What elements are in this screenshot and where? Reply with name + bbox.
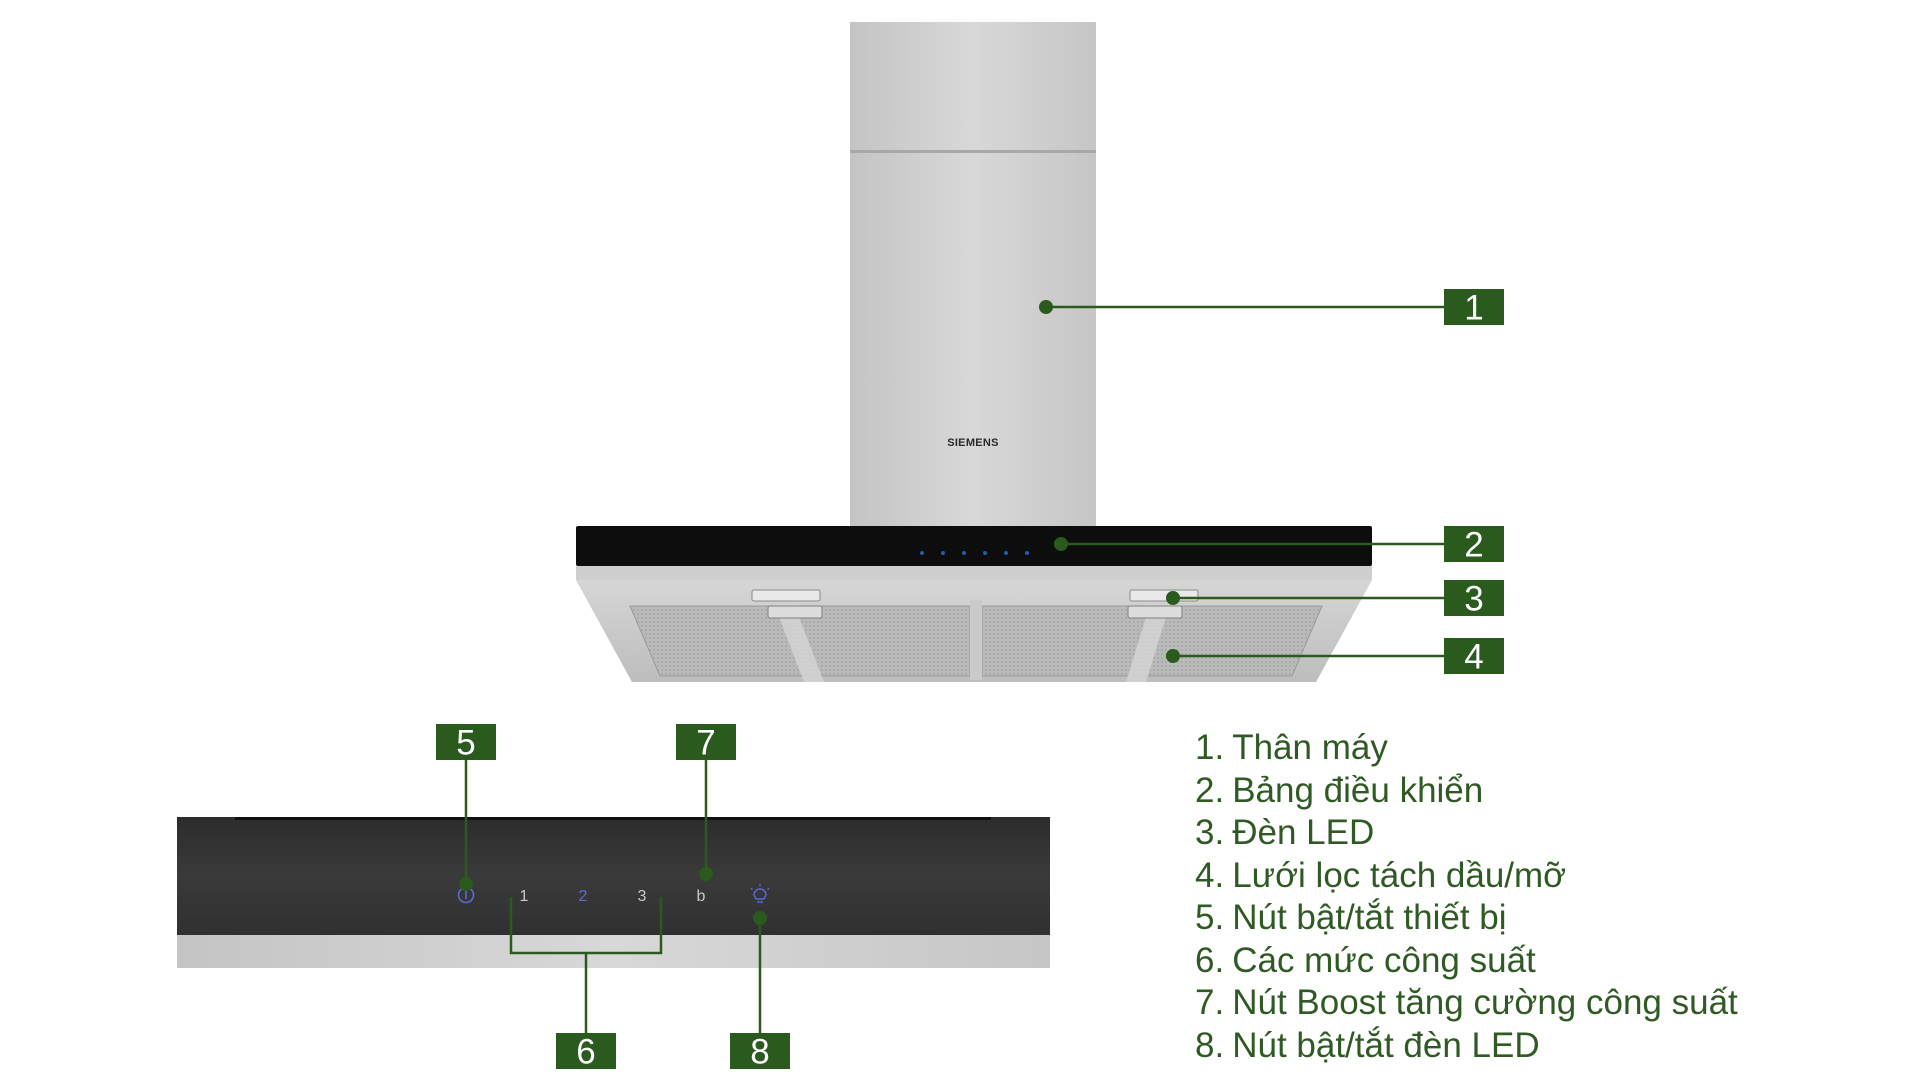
legend-item-number: 5. — [1195, 898, 1225, 937]
hood-frame-edge — [576, 566, 1372, 580]
legend-list: 1.Thân máy 2.Bảng điều khiển 3.Đèn LED 4… — [1195, 727, 1738, 1067]
callout-badge-6: 6 — [556, 1033, 616, 1072]
callout-badge-7: 7 — [676, 724, 736, 763]
led-light-left — [751, 589, 823, 619]
callout-dot-2 — [1054, 537, 1068, 551]
callout-badge-5: 5 — [436, 724, 496, 763]
chimney-seam — [850, 150, 1096, 153]
legend-item-text: Thân máy — [1232, 728, 1388, 767]
legend-item: 1.Thân máy — [1195, 727, 1738, 770]
svg-text:8: 8 — [750, 1033, 769, 1072]
legend-item: 6.Các mức công suất — [1195, 940, 1738, 983]
callout-dot-5 — [459, 877, 473, 891]
callout-badge-2: 2 — [1444, 526, 1504, 565]
legend-item-number: 8. — [1195, 1025, 1225, 1065]
legend-item: 8.Nút bật/tắt đèn LED — [1195, 1025, 1738, 1068]
light-icon[interactable] — [750, 884, 770, 903]
legend-item-number: 7. — [1195, 983, 1225, 1022]
power-level-1[interactable]: 1 — [520, 888, 529, 905]
legend-item-text: Lưới lọc tách dầu/mỡ — [1232, 855, 1567, 895]
legend-item-text: Nút bật/tắt thiết bị — [1232, 898, 1507, 937]
legend-item-number: 4. — [1195, 855, 1225, 895]
panel-glass — [177, 817, 1050, 935]
callout-lines — [464, 305, 1444, 1033]
legend-item-number: 2. — [1195, 770, 1225, 810]
legend-item: 2.Bảng điều khiển — [1195, 770, 1738, 813]
svg-text:7: 7 — [696, 724, 715, 763]
control-strip-indicators — [920, 551, 1029, 555]
svg-text:5: 5 — [456, 724, 475, 763]
svg-text:4: 4 — [1464, 638, 1483, 677]
svg-text:1: 1 — [1464, 289, 1483, 328]
control-panel-closeup: 1 2 3 b — [177, 817, 1050, 968]
legend-item: 7.Nút Boost tăng cường công suất — [1195, 982, 1738, 1025]
legend-item-text: Bảng điều khiển — [1232, 770, 1484, 810]
legend-item: 4.Lưới lọc tách dầu/mỡ — [1195, 855, 1738, 898]
legend-item-text: Các mức công suất — [1232, 940, 1536, 980]
legend-item-text: Đèn LED — [1232, 813, 1375, 852]
callout-badge-3: 3 — [1444, 580, 1504, 619]
chimney-lower — [850, 153, 1096, 526]
control-strip-glass — [576, 526, 1372, 566]
legend-item-number: 3. — [1195, 813, 1225, 852]
boost-button[interactable]: b — [697, 888, 706, 905]
legend-item: 5.Nút bật/tắt thiết bị — [1195, 897, 1738, 940]
callout-dot-1 — [1039, 300, 1053, 314]
panel-steel-strip — [177, 935, 1050, 968]
chimney-upper — [850, 22, 1096, 152]
range-hood: SIEMENS — [576, 22, 1372, 682]
panel-top-edge — [235, 817, 991, 820]
callout-dot-8 — [753, 911, 767, 925]
callout-dot-3 — [1166, 591, 1180, 605]
svg-text:2: 2 — [1464, 526, 1483, 565]
legend-item-number: 6. — [1195, 940, 1225, 980]
brand-logo: SIEMENS — [947, 437, 999, 449]
power-level-3[interactable]: 3 — [638, 888, 647, 905]
filter-divider — [970, 600, 982, 680]
callout-dot-7 — [699, 867, 713, 881]
callout-badge-8: 8 — [730, 1033, 790, 1072]
callout-badge-1: 1 — [1444, 289, 1504, 328]
filter-rail-left — [774, 604, 824, 682]
filter-rail-right — [1126, 604, 1170, 682]
callout-dot-4 — [1166, 649, 1180, 663]
legend-item: 3.Đèn LED — [1195, 812, 1738, 855]
legend-item-text: Nút bật/tắt đèn LED — [1232, 1025, 1540, 1065]
power-level-2[interactable]: 2 — [579, 888, 588, 905]
svg-text:3: 3 — [1464, 580, 1483, 619]
callout-badge-4: 4 — [1444, 638, 1504, 677]
legend-item-text: Nút Boost tăng cường công suất — [1232, 983, 1738, 1022]
callout-dots — [459, 300, 1180, 925]
svg-text:6: 6 — [576, 1033, 595, 1072]
legend-item-number: 1. — [1195, 728, 1225, 767]
